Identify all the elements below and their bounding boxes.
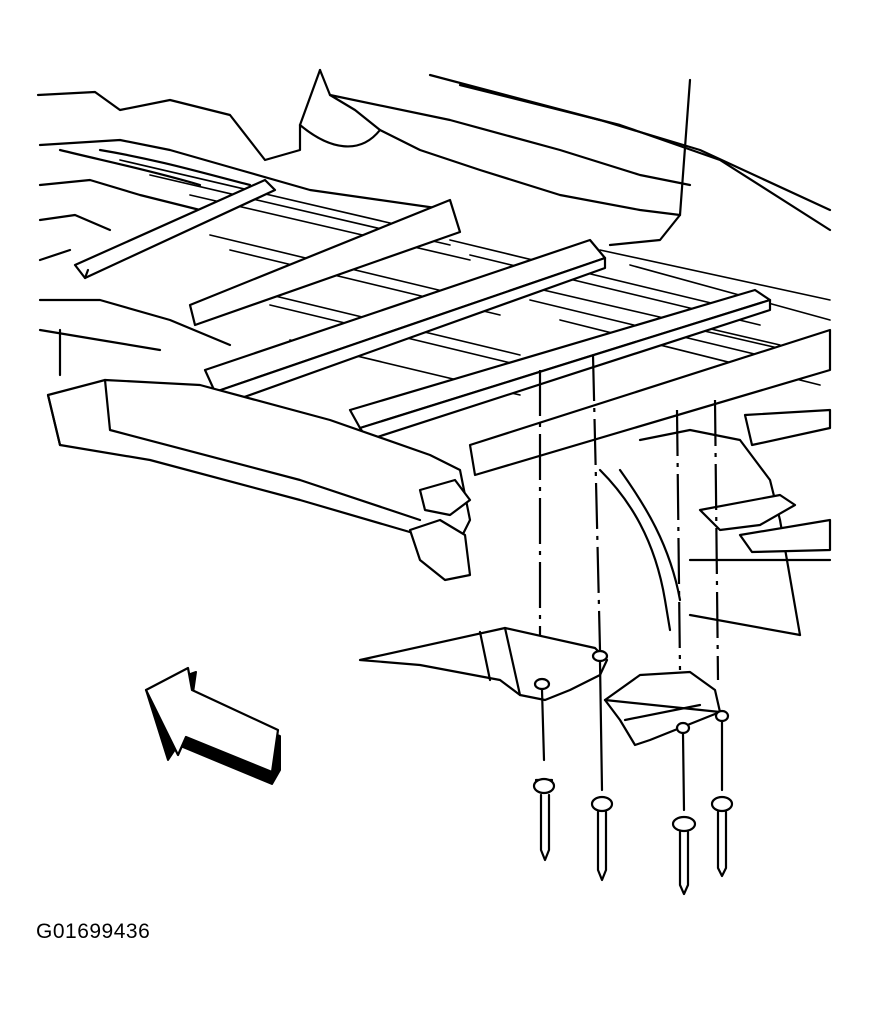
side-rail-right [743,408,832,447]
fastener-1 [532,677,556,862]
crossmember-5 [468,328,832,477]
arrow-up-left-icon [144,666,281,785]
crossmember-1 [73,178,277,280]
fastener-2 [590,649,614,882]
fastener-4 [710,709,734,878]
crossmember-2 [188,198,462,327]
wheel-well-structure [598,428,832,637]
floor-ribs [119,159,831,396]
floor-pan [36,68,832,377]
fastener-3 [671,721,697,896]
alignment-lines [538,354,720,681]
figure-id-label: G01699436 [36,920,151,943]
frame-rail [46,378,472,582]
